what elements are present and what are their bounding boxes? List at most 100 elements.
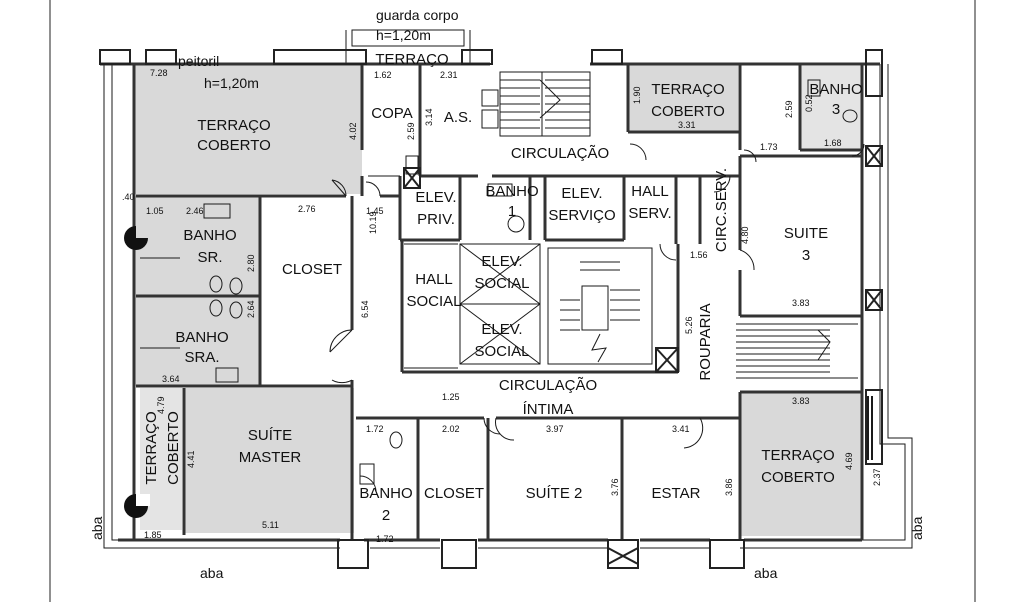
dim-185: 1.85 bbox=[144, 530, 162, 540]
room-banho-sra-2: SRA. bbox=[184, 349, 219, 366]
room-copa: COPA bbox=[371, 105, 412, 122]
central-stair bbox=[560, 261, 640, 363]
dim-040: .40 bbox=[122, 192, 135, 202]
shaft-boxes bbox=[99, 49, 883, 569]
room-suite3-2: 3 bbox=[802, 247, 810, 264]
room-suite-master-2: MASTER bbox=[239, 449, 302, 466]
room-elev-priv-2: PRIV. bbox=[417, 211, 455, 228]
dim-341: 3.41 bbox=[672, 424, 690, 434]
note-aba-bottom-left: aba bbox=[200, 565, 224, 581]
note-peitoril: peitoril bbox=[178, 53, 219, 69]
room-terraco-se-1: TERRAÇO bbox=[761, 447, 834, 464]
room-banho2-2: 2 bbox=[382, 507, 390, 524]
room-circulacao: CIRCULAÇÃO bbox=[511, 145, 609, 162]
room-hall-social-2: SOCIAL bbox=[406, 293, 461, 310]
dim-259a: 2.59 bbox=[784, 100, 794, 118]
room-terraco-top: TERRAÇO bbox=[375, 51, 448, 68]
thin-lines bbox=[140, 175, 653, 369]
note-peitoril-h: h=1,20m bbox=[204, 75, 259, 91]
room-closet2: CLOSET bbox=[424, 485, 484, 502]
room-suite2: SUÍTE 2 bbox=[526, 485, 583, 502]
room-hall-serv-1: HALL bbox=[631, 183, 669, 200]
dim-172b: 1.72 bbox=[376, 534, 394, 544]
room-estar: ESTAR bbox=[652, 485, 701, 502]
dim-280: 2.80 bbox=[246, 254, 256, 272]
dimensions: 7.28 1.62 2.31 1.90 3.31 2.59 0.52 2.59 … bbox=[122, 68, 882, 544]
room-hall-serv-2: SERV. bbox=[628, 205, 671, 222]
room-circ-serv: CIRC.SERV. bbox=[713, 168, 730, 252]
dim-173: 1.73 bbox=[760, 142, 778, 152]
dim-376: 3.76 bbox=[610, 478, 620, 496]
stairs-right bbox=[736, 323, 858, 379]
dim-511: 5.11 bbox=[262, 520, 279, 530]
dim-264: 2.64 bbox=[246, 300, 256, 318]
note-guarda-h: h=1,20m bbox=[376, 27, 431, 43]
room-elev-social-a-1: ELEV. bbox=[481, 253, 522, 270]
room-elev-social-a-2: SOCIAL bbox=[474, 275, 529, 292]
dim-105: 1.05 bbox=[146, 206, 164, 216]
room-terraco-w-2: COBERTO bbox=[165, 411, 182, 485]
dim-259b: 2.59 bbox=[406, 122, 416, 140]
note-aba-left: aba bbox=[89, 516, 105, 540]
room-banho3-1: BANHO bbox=[809, 81, 862, 98]
room-elev-servico-2: SERVIÇO bbox=[548, 207, 615, 224]
banho-sr-sra-floor bbox=[134, 196, 260, 386]
dim-386: 3.86 bbox=[724, 478, 734, 496]
suite-master-floor bbox=[184, 388, 354, 533]
slab-outline bbox=[103, 29, 913, 549]
room-banho3-2: 3 bbox=[832, 101, 840, 118]
doors bbox=[329, 143, 865, 493]
dim-314: 3.14 bbox=[424, 108, 434, 126]
dim-190: 1.90 bbox=[632, 86, 642, 104]
dim-383a: 3.83 bbox=[792, 298, 810, 308]
dim-145: 1.45 bbox=[366, 206, 384, 216]
room-terraco-ne-2: COBERTO bbox=[651, 103, 725, 120]
dim-402: 4.02 bbox=[348, 122, 358, 140]
dim-479: 4.79 bbox=[156, 396, 166, 414]
dim-231: 2.31 bbox=[440, 70, 458, 80]
room-elev-servico-1: ELEV. bbox=[561, 185, 602, 202]
room-elev-social-b-2: SOCIAL bbox=[474, 343, 529, 360]
note-guarda-corpo: guarda corpo bbox=[376, 7, 459, 23]
dim-052: 0.52 bbox=[804, 94, 814, 112]
room-labels: TERRAÇO COPA A.S. TERRAÇO COBERTO CIRCUL… bbox=[143, 51, 863, 524]
room-as: A.S. bbox=[444, 109, 472, 126]
dim-1019: 10.19 bbox=[368, 211, 378, 234]
railings bbox=[867, 396, 873, 460]
gray-floor-areas bbox=[134, 64, 862, 536]
dim-364: 3.64 bbox=[162, 374, 180, 384]
room-terraco-ne-1: TERRAÇO bbox=[651, 81, 724, 98]
note-aba-right: aba bbox=[909, 516, 925, 540]
stairs-top bbox=[499, 71, 591, 137]
room-banho1-2: 1 bbox=[508, 203, 516, 220]
dim-202: 2.02 bbox=[442, 424, 460, 434]
room-rouparia: ROUPARIA bbox=[697, 303, 714, 380]
dim-654: 6.54 bbox=[360, 300, 370, 318]
room-banho-sr-1: BANHO bbox=[183, 227, 236, 244]
dim-237: 2.37 bbox=[872, 468, 882, 486]
room-terraco-se-2: COBERTO bbox=[761, 469, 835, 486]
dim-246: 2.46 bbox=[186, 206, 204, 216]
room-circulacao-intima-2: ÍNTIMA bbox=[523, 401, 574, 418]
dim-156: 1.56 bbox=[690, 250, 708, 260]
room-banho2-1: BANHO bbox=[359, 485, 412, 502]
room-banho-sr-2: SR. bbox=[197, 249, 222, 266]
notes: guarda corpo h=1,20m peitoril h=1,20m ab… bbox=[89, 7, 925, 581]
room-terraco-nw-1: TERRAÇO bbox=[197, 117, 270, 134]
dim-331: 3.31 bbox=[678, 120, 696, 130]
planters bbox=[124, 226, 150, 518]
room-suite3-1: SUITE bbox=[784, 225, 828, 242]
room-terraco-w-1: TERRAÇO bbox=[143, 411, 160, 484]
dim-162: 1.62 bbox=[374, 70, 392, 80]
terraco-coberto-ne-floor bbox=[628, 64, 738, 132]
room-terraco-nw-2: COBERTO bbox=[197, 137, 271, 154]
room-elev-priv-1: ELEV. bbox=[415, 189, 456, 206]
terraco-coberto-nw-floor bbox=[134, 64, 362, 194]
dim-125: 1.25 bbox=[442, 392, 460, 402]
room-banho1-1: BANHO bbox=[485, 183, 538, 200]
dim-469: 4.69 bbox=[844, 452, 854, 470]
room-banho-sra-1: BANHO bbox=[175, 329, 228, 346]
dim-172a: 1.72 bbox=[366, 424, 384, 434]
room-suite-master-1: SUÍTE bbox=[248, 427, 292, 444]
